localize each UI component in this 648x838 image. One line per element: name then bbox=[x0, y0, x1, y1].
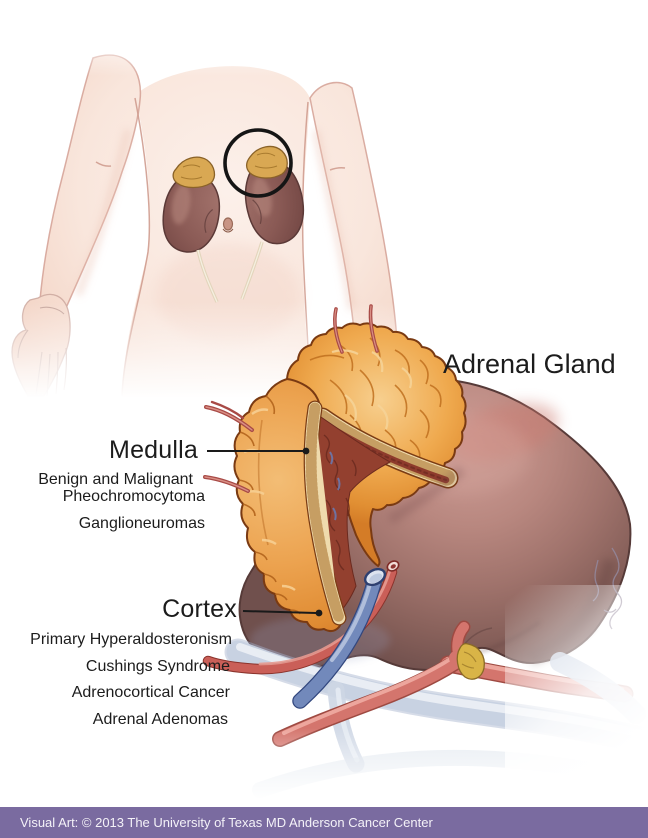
lateral-adrenal-vessels bbox=[203, 400, 254, 493]
left-kidney bbox=[162, 173, 221, 253]
pointer-lines bbox=[207, 447, 323, 617]
credit-bar: Visual Art: © 2013 The University of Tex… bbox=[0, 807, 648, 838]
left-adrenal-gland bbox=[172, 156, 216, 189]
navel bbox=[222, 217, 234, 233]
cortex-condition-line: Adrenocortical Cancer bbox=[71, 684, 230, 701]
credit-text: Visual Art: © 2013 The University of Tex… bbox=[20, 815, 433, 830]
cortex-condition-line: Adrenal Adenomas bbox=[92, 711, 228, 728]
left-arm-shading bbox=[74, 129, 132, 297]
superior-adrenal-vessels bbox=[333, 304, 379, 354]
adrenal-gland-title: Adrenal Gland bbox=[443, 349, 616, 379]
left-ureter-core bbox=[197, 249, 218, 303]
torso-top-fade bbox=[50, 28, 380, 76]
cortex-band bbox=[303, 400, 347, 626]
medulla-texture bbox=[323, 434, 357, 571]
medulla-condition-line: Ganglioneuromas bbox=[78, 515, 205, 532]
cortex-pointer-line bbox=[242, 609, 323, 617]
right-arm-shading bbox=[312, 129, 356, 311]
highlight-circle bbox=[223, 128, 293, 198]
limb-lobule-creases bbox=[238, 395, 301, 615]
medulla-veins bbox=[329, 451, 341, 521]
medulla-pointer-dot bbox=[302, 447, 310, 455]
vein-cut-opening bbox=[363, 567, 387, 587]
right-adrenal-gland bbox=[245, 145, 288, 179]
medulla-pointer-line bbox=[207, 447, 310, 455]
hilum-fat bbox=[456, 642, 485, 680]
cortex-label: Cortex bbox=[162, 595, 237, 623]
illustration-svg bbox=[0, 28, 648, 807]
adrenal-gland-cutaway bbox=[203, 304, 467, 633]
cortex-condition-line: Cushings Syndrome bbox=[85, 658, 230, 675]
medulla-condition-line: Pheochromocytoma bbox=[62, 488, 205, 505]
cortex-pointer-dot bbox=[315, 609, 323, 617]
torso-overview bbox=[0, 28, 430, 402]
adrenal-vein-cut bbox=[292, 575, 382, 709]
gland-shadow bbox=[386, 465, 466, 525]
corner-fade bbox=[505, 585, 648, 807]
adrenal-artery-cut bbox=[202, 566, 398, 675]
cortex-condition-line: Primary Hyperaldosteronism bbox=[30, 631, 232, 648]
right-ureter-core bbox=[241, 241, 263, 300]
medulla-condition-line: Benign and Malignant bbox=[38, 471, 193, 488]
adrenal-detail bbox=[0, 304, 648, 807]
flap-lobule-creases bbox=[309, 337, 442, 465]
left-arm bbox=[39, 54, 142, 309]
artery-cut-opening bbox=[386, 560, 400, 572]
flap-lobule-highlights bbox=[331, 349, 413, 430]
medulla-label: Medulla bbox=[109, 436, 198, 464]
